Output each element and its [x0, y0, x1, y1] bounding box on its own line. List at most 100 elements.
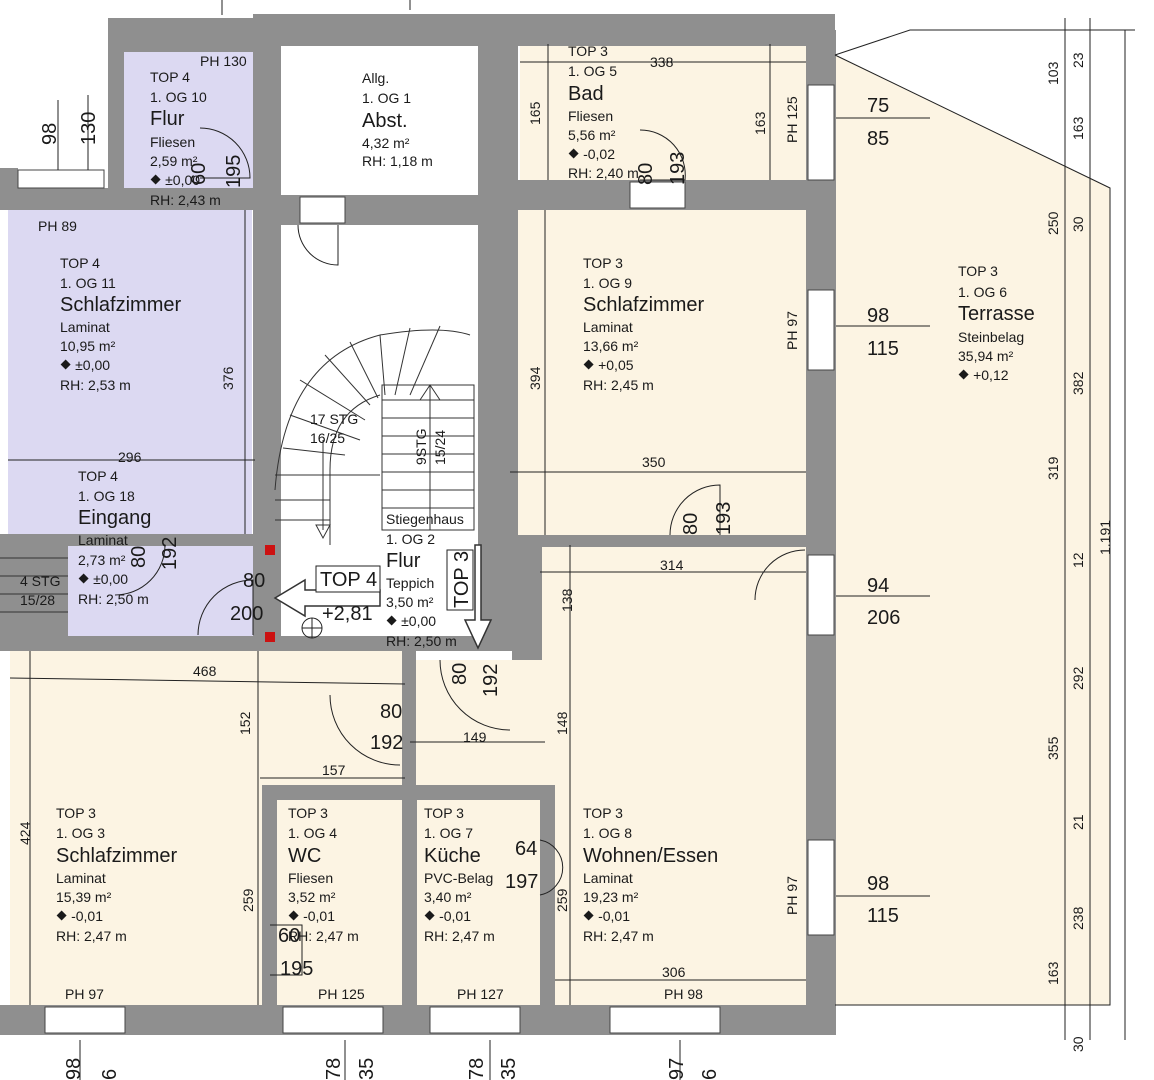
- room-label-schlaf11: TOP 4 1. OG 11 Schlafzimmer Laminat 10,9…: [60, 255, 181, 393]
- dim-label: 382: [1070, 371, 1086, 395]
- dim-label: 192: [159, 537, 181, 570]
- top-markers: TOP 4 TOP 3 +2,81: [315, 549, 474, 625]
- ph-label: PH 98: [664, 986, 703, 1002]
- dim-label: 148: [554, 711, 570, 735]
- room-fill-eingang: [68, 545, 268, 639]
- windows: [17, 84, 835, 1034]
- room-og: 1. OG 3: [56, 825, 105, 841]
- room-label-schlaf3: TOP 3 1. OG 3 Schlafzimmer Laminat 15,39…: [56, 805, 177, 944]
- room-og: 1. OG 5: [568, 63, 617, 79]
- room-label-abst: Allg. 1. OG 1 Abst. 4,32 m² RH: 1,18 m: [362, 70, 433, 169]
- room-fill-flur10: [123, 52, 253, 188]
- dim-label: 193: [713, 502, 735, 535]
- room-rh: RH: 2,50 m: [386, 633, 457, 649]
- ph-label: PH 125: [784, 96, 800, 143]
- dim-label: 78: [323, 1058, 345, 1080]
- room-area: 2,73 m²: [78, 552, 126, 568]
- ph-label: PH 89: [38, 218, 77, 234]
- room-floor: Fliesen: [288, 870, 333, 886]
- room-label-flur2: Stiegenhaus 1. OG 2 Flur Teppich 3,50 m²…: [386, 511, 464, 649]
- room-label-schlaf9: TOP 3 1. OG 9 Schlafzimmer Laminat 13,66…: [583, 255, 704, 393]
- dim-label: 319: [1045, 456, 1061, 480]
- room-level: ⯁ +0,12: [958, 367, 1009, 383]
- room-rh: RH: 1,18 m: [362, 153, 433, 169]
- room-og: 1. OG 7: [424, 825, 473, 841]
- room-fill-schlaf3: [10, 651, 405, 1005]
- dim-label: 259: [554, 888, 570, 912]
- room-area: 13,66 m²: [583, 338, 639, 354]
- room-fill-schlaf9: [510, 210, 806, 535]
- room-floor: Laminat: [583, 870, 633, 886]
- dim-label: 80: [128, 546, 150, 568]
- dim-label: 97: [666, 1058, 688, 1080]
- room-top: TOP 3: [568, 43, 608, 59]
- dim-label: 355: [1045, 736, 1061, 760]
- dim-label: 163: [1045, 961, 1061, 985]
- room-level: ⯁ -0,01: [56, 908, 103, 924]
- room-name: Eingang: [78, 507, 151, 529]
- spiral-stair: [0, 325, 475, 613]
- room-top: TOP 4: [150, 69, 190, 85]
- window-dim: 115: [867, 338, 899, 360]
- dim-label: 195: [280, 958, 313, 980]
- room-area: 5,56 m²: [568, 127, 616, 143]
- room-label-wc: TOP 3 1. OG 4 WC Fliesen 3,52 m² ⯁ -0,01…: [288, 805, 359, 944]
- dim-label: 238: [1070, 906, 1086, 930]
- dim-label: 192: [370, 732, 403, 754]
- room-name: Abst.: [362, 110, 408, 132]
- room-name: Küche: [424, 845, 481, 867]
- room-top: TOP 4: [78, 468, 118, 484]
- room-fill-bad: [520, 44, 806, 182]
- room-top: TOP 4: [60, 255, 100, 271]
- room-top: Allg.: [362, 70, 389, 86]
- room-top: Stiegenhaus: [386, 511, 464, 527]
- dim-label: 98: [39, 123, 61, 145]
- stair-small-ratio: 15/24: [432, 430, 448, 465]
- room-fills: [8, 44, 1110, 1005]
- dim-label: 103: [1045, 61, 1061, 85]
- dim-label: 394: [527, 366, 543, 390]
- room-og: 1. OG 11: [60, 275, 116, 291]
- dim-label: 152: [237, 711, 253, 735]
- dim-label: 6: [699, 1069, 721, 1080]
- dim-label: 424: [17, 821, 33, 845]
- room-name: Schlafzimmer: [56, 845, 177, 867]
- dim-label: 350: [642, 454, 666, 470]
- room-level: ⯁ -0,01: [288, 908, 335, 924]
- top3-marker: TOP 3: [451, 551, 473, 608]
- room-floor: Laminat: [60, 319, 110, 335]
- room-level: ⯁ ±0,00: [78, 571, 128, 587]
- room-og: 1. OG 6: [958, 284, 1007, 300]
- room-level: ⯁ ±0,00: [150, 172, 200, 188]
- room-area: 10,95 m²: [60, 338, 116, 354]
- room-og: 1. OG 9: [583, 275, 632, 291]
- room-rh: RH: 2,47 m: [56, 928, 127, 944]
- room-top: TOP 3: [288, 805, 328, 821]
- room-label-flur10: TOP 4 1. OG 10 Flur Fliesen 2,59 m² ⯁ ±0…: [150, 69, 221, 208]
- stair-main-count: 17 STG: [310, 411, 358, 427]
- dim-label: 157: [322, 762, 346, 778]
- window-dim: 98: [867, 305, 889, 327]
- room-floor: Laminat: [583, 319, 633, 335]
- room-og: 1. OG 2: [386, 531, 435, 547]
- dim-label: 64: [515, 838, 537, 860]
- dim-label: 23: [1070, 52, 1086, 68]
- room-rh: RH: 2,45 m: [583, 377, 654, 393]
- room-rh: RH: 2,47 m: [583, 928, 654, 944]
- window-dim: 85: [867, 128, 889, 150]
- room-rh: RH: 2,47 m: [424, 928, 495, 944]
- room-og: 1. OG 10: [150, 89, 207, 105]
- dim-label: 197: [505, 871, 538, 893]
- window-dim: 94: [867, 575, 889, 597]
- dim-label: 80: [635, 163, 657, 185]
- room-floor: Teppich: [386, 575, 434, 591]
- dim-label: 30: [1070, 1036, 1086, 1052]
- dim-label: 30: [1070, 216, 1086, 232]
- room-name: Schlafzimmer: [60, 294, 181, 316]
- ph-label: PH 97: [784, 311, 800, 350]
- dim-label: 138: [559, 588, 575, 612]
- room-area: 3,40 m²: [424, 889, 472, 905]
- window-dim: 115: [867, 905, 899, 927]
- dim-label: 98: [63, 1058, 85, 1080]
